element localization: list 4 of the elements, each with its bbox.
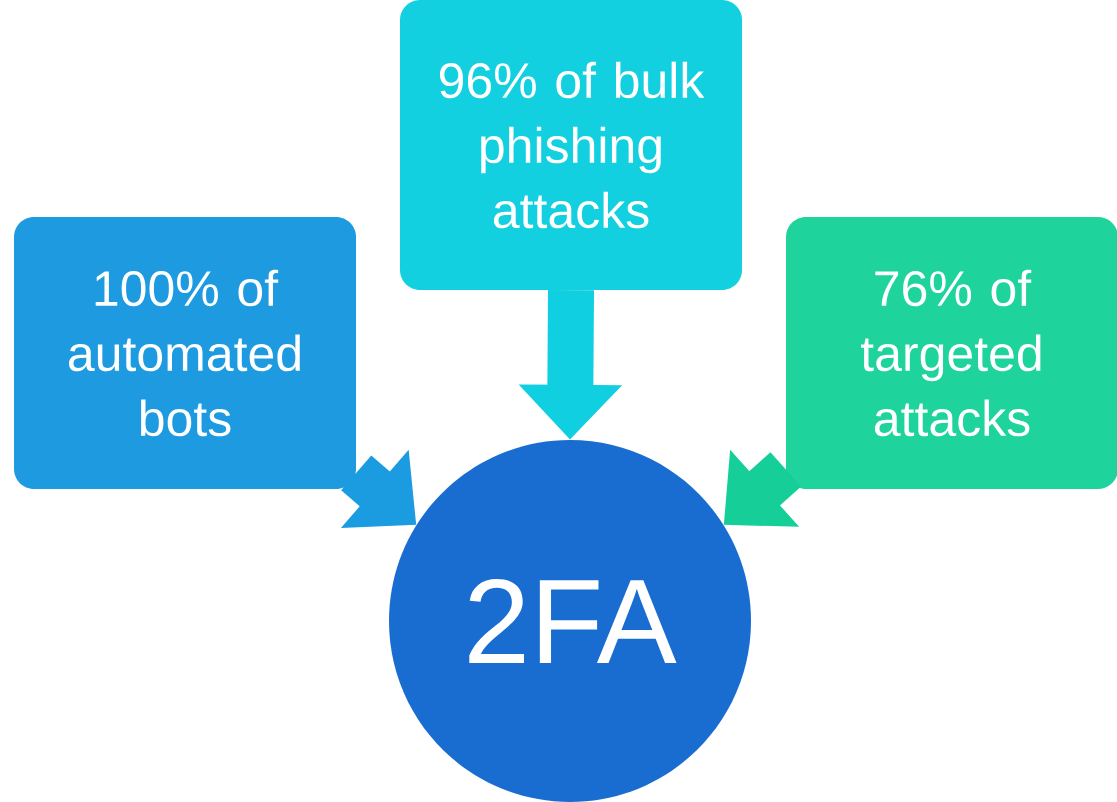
text-box: 76% of targeted attacks <box>786 217 1117 489</box>
text-box: 100% of automated bots <box>14 217 356 489</box>
circle-node: 2FA <box>389 440 751 802</box>
text-box: 96% of bulk phishing attacks <box>400 0 742 290</box>
